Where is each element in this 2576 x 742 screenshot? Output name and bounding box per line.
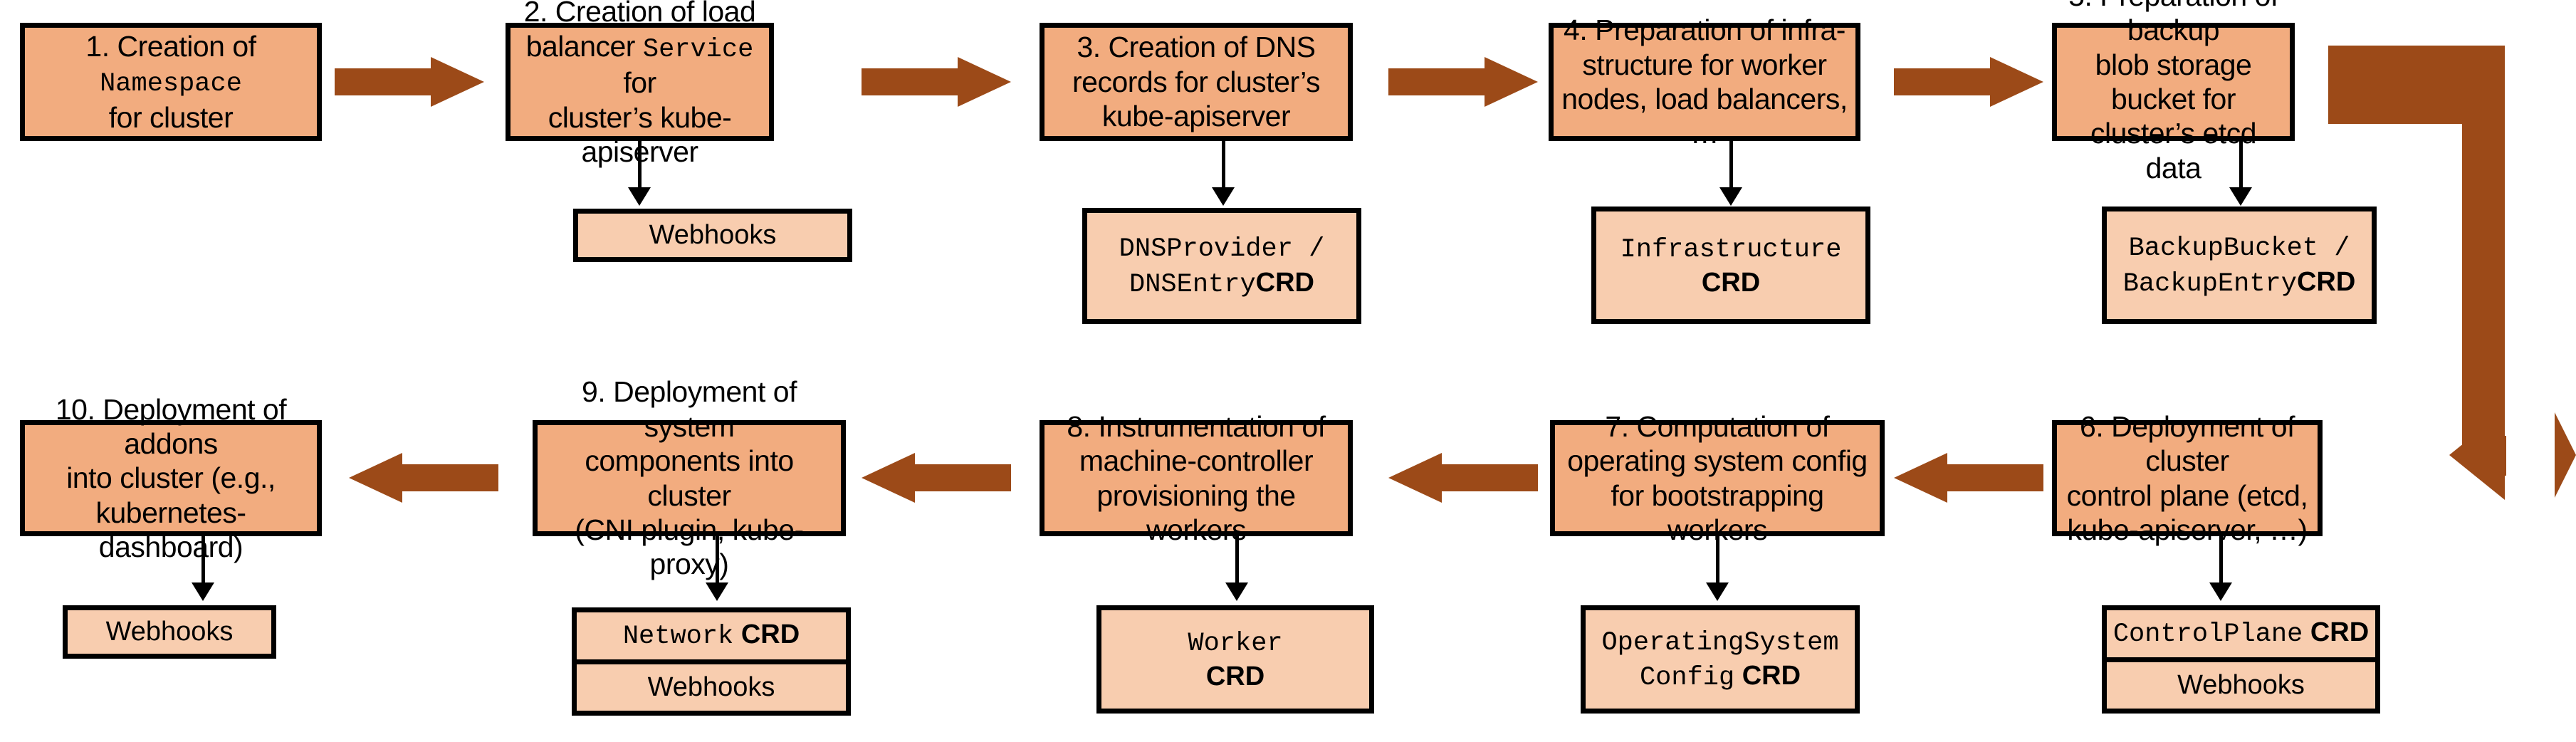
arrow-step4-to-step5 xyxy=(1894,57,2043,107)
arrow-step7-to-step8 xyxy=(1388,453,1538,503)
step-8-text: 8. Instrumentation of machine-controller… xyxy=(1067,409,1326,546)
artifact-step4-infrastructure-crd[interactable]: Infrastructure CRD xyxy=(1591,207,1870,324)
artifact-step3-dns-crd[interactable]: DNSProvider / DNSEntryCRD xyxy=(1082,208,1361,324)
connector-step10-arrowhead xyxy=(192,582,214,601)
arrow-step6-to-step7 xyxy=(1894,453,2043,503)
arrow-step1-to-step2 xyxy=(335,57,484,107)
step-box-1[interactable]: 1. Creation of Namespace for cluster xyxy=(20,23,322,141)
step-box-2[interactable]: 2. Creation of load balancer Service for… xyxy=(506,0,774,168)
step-6-text: 6. Deployment of cluster control plane (… xyxy=(2066,409,2308,546)
artifact-step9-network-crd[interactable]: Network CRD xyxy=(577,612,846,659)
artifact-step2-webhooks[interactable]: Webhooks xyxy=(573,209,852,262)
connector-step8-arrowhead xyxy=(1225,582,1248,601)
connector-step6-arrowhead xyxy=(2209,582,2232,601)
arrow-step9-to-step10 xyxy=(349,453,498,503)
step-box-5[interactable]: 5. Preparation of backup blob storage bu… xyxy=(2052,0,2295,184)
artifact-step9-webhooks[interactable]: Webhooks xyxy=(577,659,846,711)
step-box-8[interactable]: 8. Instrumentation of machine-controller… xyxy=(1040,410,1353,546)
artifact-step2-webhooks-label: Webhooks xyxy=(649,220,777,251)
connector-step3-crd xyxy=(1222,141,1225,192)
connector-step9-arrowhead xyxy=(706,582,728,601)
connector-step6-crd xyxy=(2219,536,2223,587)
artifact-step3-dns-crd-text: DNSProvider / DNSEntryCRD xyxy=(1119,234,1325,300)
connector-step7-crd xyxy=(1716,536,1719,587)
step-box-7[interactable]: 7. Computation of operating system confi… xyxy=(1550,410,1885,546)
connector-step3-arrowhead xyxy=(1212,187,1235,206)
step-5-text: 5. Preparation of backup blob storage bu… xyxy=(2068,0,2278,184)
artifact-step8-worker-crd[interactable]: Worker CRD xyxy=(1096,605,1374,714)
connector-step9-crd xyxy=(716,536,719,587)
arrow-step5-to-step6-elbow xyxy=(2321,46,2576,501)
artifact-step6-webhooks[interactable]: Webhooks xyxy=(2107,657,2375,709)
step-3-text: 3. Creation of DNS records for cluster’s… xyxy=(1072,31,1321,133)
step-box-6[interactable]: 6. Deployment of cluster control plane (… xyxy=(2052,410,2323,546)
artifact-step10-webhooks-label: Webhooks xyxy=(105,617,234,647)
step-box-3[interactable]: 3. Creation of DNS records for cluster’s… xyxy=(1040,23,1353,141)
artifact-step10-webhooks[interactable]: Webhooks xyxy=(63,605,276,659)
arrow-step3-to-step4 xyxy=(1388,57,1538,107)
step-10-text: 10. Deployment of addons into cluster (e… xyxy=(55,392,287,564)
artifact-step5-backup-crd[interactable]: BackupBucket / BackupEntryCRD xyxy=(2102,207,2377,324)
step-box-9[interactable]: 9. Deployment of system components into … xyxy=(533,375,846,580)
arrow-step2-to-step3 xyxy=(862,57,1011,107)
step-box-4[interactable]: 4. Preparation of infra- structure for w… xyxy=(1549,14,1860,150)
arrow-step8-to-step9 xyxy=(862,453,1011,503)
step-4-text: 4. Preparation of infra- structure for w… xyxy=(1561,14,1848,150)
step-box-10[interactable]: 10. Deployment of addons into cluster (e… xyxy=(20,393,322,563)
step-9-text: 9. Deployment of system components into … xyxy=(575,375,804,581)
step-1-text: 1. Creation of Namespace for cluster xyxy=(85,29,256,134)
artifact-step7-osc-crd-text: OperatingSystem Config CRD xyxy=(1601,627,1839,693)
connector-step8-crd xyxy=(1235,536,1239,587)
connector-step4-crd xyxy=(1729,141,1733,192)
step-7-text: 7. Computation of operating system confi… xyxy=(1567,409,1868,546)
connector-step4-arrowhead xyxy=(1719,187,1742,206)
artifact-step6-controlplane-crd[interactable]: ControlPlane CRD xyxy=(2107,610,2375,657)
artifact-step4-infrastructure-crd-text: Infrastructure CRD xyxy=(1620,234,1842,298)
artifact-step6-stack[interactable]: ControlPlane CRD Webhooks xyxy=(2102,605,2380,714)
artifact-step5-backup-crd-text: BackupBucket / BackupEntryCRD xyxy=(2122,234,2356,299)
artifact-step8-worker-crd-text: Worker CRD xyxy=(1188,629,1283,692)
connector-step5-crd xyxy=(2239,141,2243,192)
connector-step2-webhooks xyxy=(638,141,642,192)
artifact-step9-stack[interactable]: Network CRD Webhooks xyxy=(572,607,851,716)
artifact-step7-osc-crd[interactable]: OperatingSystem Config CRD xyxy=(1581,605,1860,714)
connector-step7-arrowhead xyxy=(1706,582,1729,601)
connector-step5-arrowhead xyxy=(2229,187,2252,206)
connector-step10-webhooks xyxy=(201,536,205,587)
connector-step2-arrowhead xyxy=(628,187,651,206)
